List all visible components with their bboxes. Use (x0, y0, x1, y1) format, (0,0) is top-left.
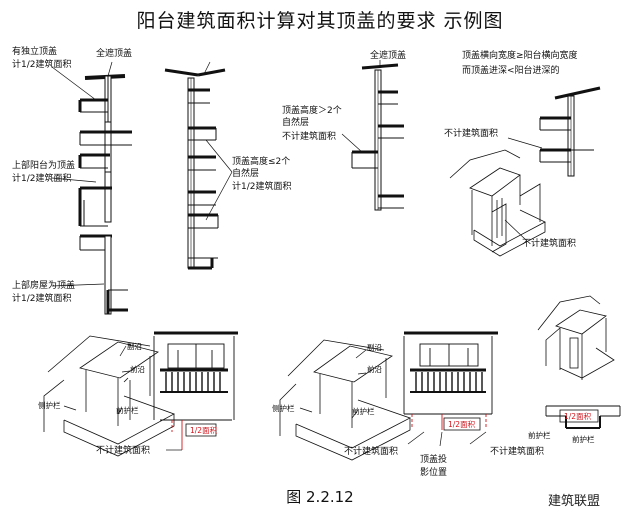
label-cover-le2-1: 顶盖高度≤2个 (232, 155, 290, 167)
label-cover-gt2-1: 顶盖高度＞2个 (282, 104, 342, 116)
label-half-area-b: 1/2面积 (448, 419, 476, 429)
label-full-cover-1: 全遮顶盖 (96, 47, 132, 59)
diagram-labels: 全遮顶盖 有独立顶盖 计1/2建筑面积 上部阳台为顶盖 计1/2建筑面积 上部房… (12, 45, 595, 478)
watermark: 建筑联盟 (548, 494, 601, 509)
label-cover-gt2-3: 不计建筑面积 (282, 130, 336, 142)
iso-balcony-right (537, 295, 615, 380)
label-front-eave-b: 前沿 (367, 364, 382, 374)
label-no-area-b2: 不计建筑面积 (490, 445, 544, 457)
label-width-2: 而顶盖进深<阳台进深的 (462, 64, 560, 76)
label-cover-gt2-2: 自然层 (282, 116, 309, 128)
label-cover-le2-2: 自然层 (232, 167, 259, 179)
figure-caption: 图 2.2.12 (286, 488, 354, 506)
label-upper-balcony-2: 计1/2建筑面积 (12, 172, 72, 184)
label-front-eave-a: 前沿 (130, 364, 145, 374)
label-no-area-iso: 不计建筑面积 (522, 237, 576, 249)
label-side-rail-a: 侧护栏 (38, 400, 61, 410)
label-half-area-a: 1/2面积 (190, 425, 218, 435)
label-upper-balcony-1: 上部阳台为顶盖 (12, 159, 75, 171)
label-full-cover-2: 全遮顶盖 (370, 49, 406, 61)
iso-balcony-left (43, 335, 175, 457)
label-eave-b: 副沿 (367, 343, 382, 352)
section-right (539, 86, 601, 177)
label-width-1: 顶盖横向宽度≥阳台横向宽度 (462, 49, 578, 61)
section-middle (351, 63, 404, 211)
label-front-rail-a: 前护栏 (116, 405, 139, 415)
label-upper-house-1: 上部房屋为顶盖 (12, 279, 75, 291)
label-side-rail-c: 前护栏 (528, 430, 551, 440)
elevation-mid (403, 331, 498, 431)
label-front-rail-c: 前护栏 (572, 434, 595, 444)
label-own-cover-2: 计1/2建筑面积 (12, 58, 72, 70)
label-eave-a: 副沿 (127, 342, 142, 351)
label-proj-2: 影位置 (420, 466, 447, 478)
label-proj-1: 顶盖投 (420, 453, 447, 465)
label-no-area-a: 不计建筑面积 (96, 444, 150, 456)
label-front-rail-b: 前护栏 (352, 406, 375, 416)
elevation-right (545, 405, 621, 429)
label-side-rail-b: 侧护栏 (272, 403, 295, 413)
label-cover-le2-3: 计1/2建筑面积 (232, 180, 292, 192)
label-no-area-b1: 不计建筑面积 (344, 445, 398, 457)
label-own-cover-1: 有独立顶盖 (12, 45, 57, 57)
label-no-area-top: 不计建筑面积 (444, 127, 498, 139)
elevation-left (153, 331, 238, 450)
page-title: 阳台建筑面积计算对其顶盖的要求 示例图 (136, 10, 504, 32)
section-left-2 (164, 68, 226, 270)
iso-building-right (449, 149, 546, 257)
iso-balcony-mid (279, 339, 412, 461)
label-half-area-c: 1/2面积 (564, 411, 592, 421)
label-upper-house-2: 计1/2建筑面积 (12, 292, 72, 304)
section-left-1 (78, 74, 132, 315)
